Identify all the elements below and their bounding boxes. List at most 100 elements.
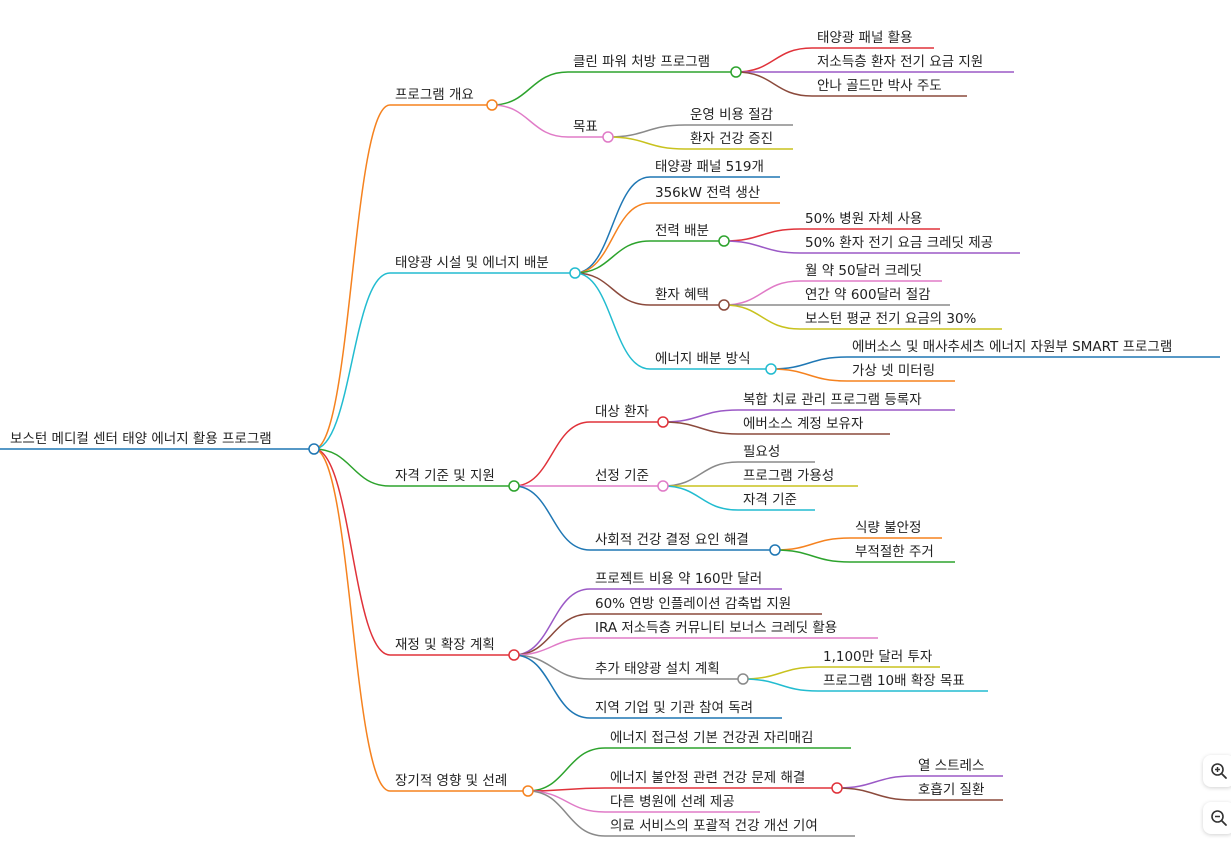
leaf-node: 에버소스 및 매사추세츠 에너지 자원부 SMART 프로그램	[847, 339, 1220, 358]
leaf-label: 가상 넷 미터링	[852, 363, 935, 379]
leaf-label: 부적절한 주거	[855, 544, 934, 560]
connector-line	[742, 678, 819, 692]
leaf-node: 부적절한 주거	[850, 544, 955, 563]
subtopic-label: 클린 파워 처방 프로그램	[573, 54, 710, 70]
connector-line	[313, 448, 391, 656]
leaf-node: 태양광 패널 활용	[812, 30, 934, 49]
leaf-node: 에너지 접근성 기본 건강권 자리매김	[605, 730, 851, 749]
connector-line	[313, 104, 391, 450]
leaf-node: 다른 병원에 선례 제공	[605, 794, 760, 813]
connector-layer	[313, 47, 914, 837]
connector-line	[313, 448, 391, 487]
branch-node: 자격 기준 및 지원	[390, 468, 520, 492]
leaf-label: 필요성	[743, 444, 780, 460]
leaf-node: 356kW 전력 생산	[650, 185, 780, 204]
branch-node: 프로그램 개요	[390, 87, 498, 111]
subtopic-label: 환자 혜택	[655, 287, 709, 303]
leaf-label: 복합 치료 관리 프로그램 등록자	[743, 392, 922, 408]
root-node: 보스턴 메디컬 센터 태양 에너지 활용 프로그램	[0, 431, 320, 455]
leaf-node: 50% 환자 전기 요금 크레딧 제공	[800, 235, 1020, 254]
connector-line	[742, 666, 819, 680]
connector-line	[662, 409, 739, 423]
subtopic-node: 클린 파워 처방 프로그램	[568, 54, 742, 78]
subtopic-label: 목표	[573, 119, 598, 135]
leaf-node: 월 약 50달러 크레딧	[800, 263, 942, 282]
node-toggle-circle	[730, 66, 742, 78]
node-toggle-circle	[737, 673, 749, 685]
leaf-label: 태양광 패널 활용	[817, 30, 913, 46]
connector-line	[723, 240, 801, 254]
leaf-label: 안나 골드만 박사 주도	[817, 78, 942, 94]
leaf-node: 자격 기준	[738, 492, 815, 511]
subtopic-label: 전력 배분	[655, 223, 709, 239]
leaf-label: 지역 기업 및 기관 참여 독려	[595, 700, 753, 716]
node-layer: 보스턴 메디컬 센터 태양 에너지 활용 프로그램 프로그램 개요 클린 파워 처방…	[0, 30, 1220, 837]
connector-line	[513, 654, 591, 719]
leaf-label: 1,100만 달러 투자	[823, 649, 933, 665]
node-toggle-circle	[831, 782, 843, 794]
leaf-node: 프로그램 10배 확장 목표	[818, 673, 988, 692]
connector-line	[513, 654, 591, 680]
leaf-label: 60% 연방 인플레이션 감축법 지원	[595, 596, 791, 612]
branch-node: 태양광 시설 및 에너지 배분	[390, 255, 581, 279]
connector-line	[513, 613, 591, 656]
leaf-label: 50% 병원 자체 사용	[805, 211, 922, 227]
leaf-label: 환자 건강 증진	[690, 131, 773, 147]
connector-line	[527, 790, 606, 813]
subtopic-node: 환자 혜택	[650, 287, 730, 311]
leaf-label: 연간 약 600달러 절감	[805, 287, 931, 303]
subtopic-label: 에너지 배분 방식	[655, 351, 751, 367]
connector-line	[723, 228, 801, 242]
node-toggle-circle	[602, 131, 614, 143]
subtopic-node: 선정 기준	[590, 468, 669, 492]
leaf-label: IRA 저소득층 커뮤니티 보너스 크레딧 활용	[595, 620, 837, 636]
connector-line	[836, 787, 914, 801]
leaf-label: 다른 병원에 선례 제공	[610, 794, 735, 810]
node-toggle-circle	[765, 363, 777, 375]
subtopic-label: 사회적 건강 결정 요인 해결	[595, 532, 749, 548]
leaf-label: 운영 비용 절감	[690, 107, 773, 123]
connector-line	[574, 272, 651, 370]
node-toggle-circle	[508, 480, 520, 492]
leaf-label: 열 스트레스	[918, 758, 984, 774]
leaf-label: 보스턴 평균 전기 요금의 30%	[805, 311, 977, 327]
connector-line	[774, 537, 851, 551]
node-toggle-circle	[657, 480, 669, 492]
leaf-node: 호흡기 질환	[913, 782, 1003, 801]
connector-line	[607, 136, 686, 150]
leaf-node: 식량 불안정	[850, 520, 942, 539]
connector-line	[313, 448, 391, 792]
connector-line	[574, 202, 651, 274]
leaf-label: 식량 불안정	[855, 520, 921, 536]
connector-line	[774, 549, 851, 563]
node-toggle-circle	[569, 267, 581, 279]
leaf-node: 1,100만 달러 투자	[818, 649, 940, 668]
connector-line	[527, 747, 606, 792]
connector-line	[513, 421, 591, 487]
root-label: 보스턴 메디컬 센터 태양 에너지 활용 프로그램	[10, 431, 272, 447]
subtopic-node: 추가 태양광 설치 계획	[590, 661, 749, 685]
connector-line	[313, 272, 391, 450]
subtopic-node: 목표	[568, 119, 614, 143]
leaf-node: 복합 치료 관리 프로그램 등록자	[738, 392, 955, 411]
leaf-label: 호흡기 질환	[918, 782, 984, 798]
node-toggle-circle	[769, 544, 781, 556]
subtopic-label: 대상 환자	[595, 404, 650, 420]
connector-line	[607, 124, 686, 138]
zoom-in-button[interactable]	[1203, 755, 1231, 787]
subtopic-node: 사회적 건강 결정 요인 해결	[590, 532, 781, 556]
node-toggle-circle	[522, 785, 534, 797]
leaf-node: 저소득층 환자 전기 요금 지원	[812, 54, 1014, 73]
connector-line	[513, 637, 591, 656]
leaf-node: 60% 연방 인플레이션 감축법 지원	[590, 596, 822, 615]
leaf-label: 의료 서비스의 포괄적 건강 개선 기여	[610, 818, 818, 834]
leaf-node: IRA 저소득층 커뮤니티 보너스 크레딧 활용	[590, 620, 878, 639]
leaf-label: 50% 환자 전기 요금 크레딧 제공	[805, 235, 993, 251]
connector-line	[723, 280, 801, 306]
connector-line	[662, 485, 739, 511]
connector-line	[836, 775, 914, 789]
connector-line	[491, 104, 569, 138]
zoom-out-button[interactable]	[1203, 802, 1231, 834]
connector-line	[662, 461, 739, 487]
